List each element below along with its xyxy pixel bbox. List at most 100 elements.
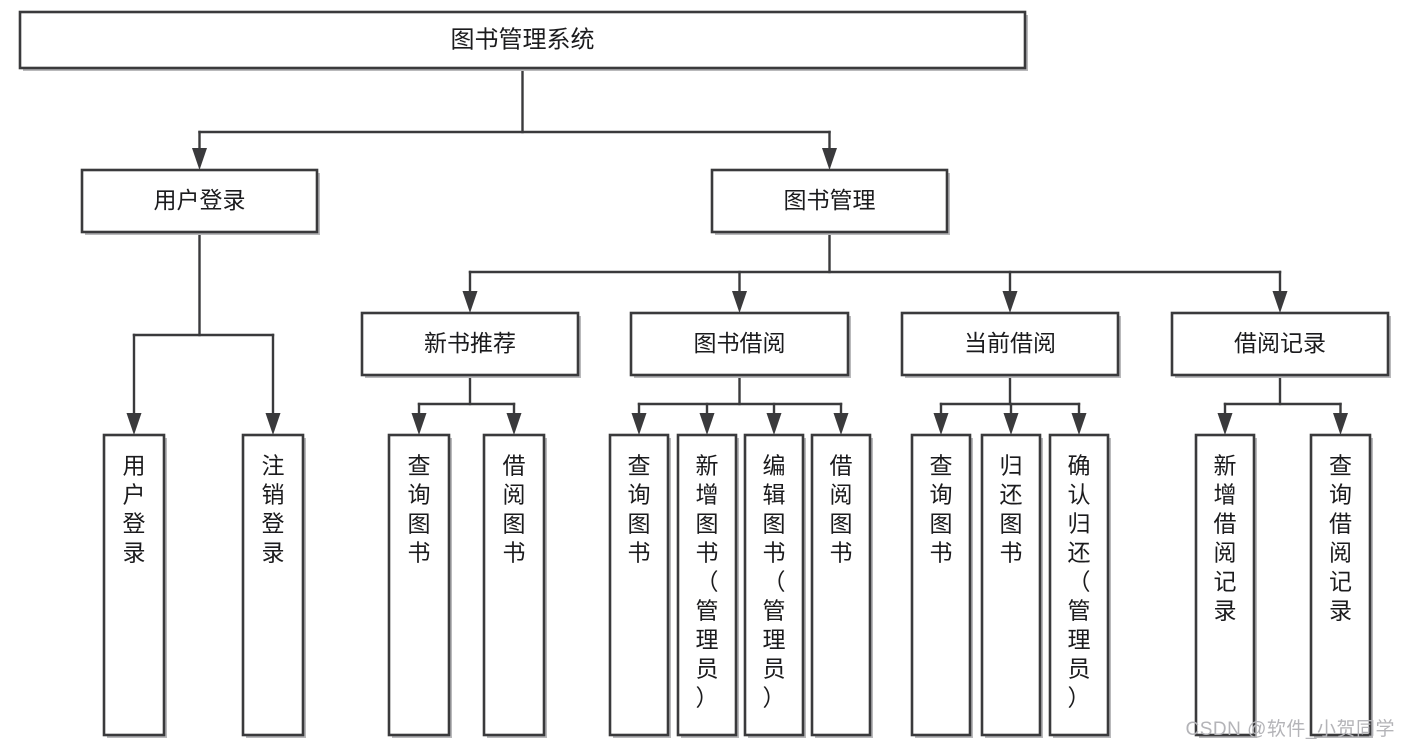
node-label-char: 还 bbox=[1000, 482, 1023, 508]
node-box[interactable] bbox=[980, 433, 1042, 737]
node-label-char: 图 bbox=[628, 511, 651, 537]
node-label-char: 员 bbox=[763, 656, 786, 682]
node-box[interactable] bbox=[1194, 433, 1256, 737]
node-label-char: 书 bbox=[1000, 540, 1023, 566]
node-label-char: 编 bbox=[763, 453, 786, 479]
node-new-book-rec[interactable]: 新书推荐 bbox=[360, 311, 581, 378]
node-leaf-return-book[interactable]: 归还图书归还图书 bbox=[980, 433, 1043, 738]
arrow-head-icon bbox=[933, 413, 949, 435]
node-box[interactable] bbox=[1048, 433, 1110, 737]
node-leaf-add-record[interactable]: 新增借阅记录新增借阅记录 bbox=[1194, 433, 1257, 738]
arrow-head-icon bbox=[1333, 413, 1348, 435]
arrow-head-icon bbox=[631, 413, 647, 435]
node-leaf-query-book-3[interactable]: 查询图书查询图书 bbox=[910, 433, 973, 738]
node-leaf-logout[interactable]: 注销登录注销登录 bbox=[241, 433, 306, 738]
node-book-borrow[interactable]: 图书借阅 bbox=[629, 311, 851, 378]
node-label-char: 确 bbox=[1068, 453, 1091, 479]
node-label-char: 认 bbox=[1068, 482, 1091, 508]
node-box[interactable] bbox=[387, 433, 451, 737]
node-label-char: 借 bbox=[1214, 511, 1237, 537]
node-borrow-record[interactable]: 借阅记录 bbox=[1170, 311, 1391, 378]
node-label-char: 户 bbox=[123, 482, 146, 508]
node-label-char: 理 bbox=[696, 627, 719, 653]
node-label-char: （ bbox=[1068, 569, 1091, 595]
node-label-char: 记 bbox=[1329, 569, 1352, 595]
node-box[interactable] bbox=[910, 433, 972, 737]
node-leaf-query-record[interactable]: 查询借阅记录查询借阅记录 bbox=[1309, 433, 1373, 738]
node-label-char: 员 bbox=[696, 656, 719, 682]
node-leaf-borrow-book-2[interactable]: 借阅图书借阅图书 bbox=[810, 433, 873, 738]
node-box[interactable] bbox=[482, 433, 546, 737]
node-box[interactable] bbox=[810, 433, 872, 737]
node-current-borrow[interactable]: 当前借阅 bbox=[900, 311, 1121, 378]
node-box[interactable] bbox=[710, 168, 949, 234]
node-layer: 图书管理系统用户登录图书管理新书推荐图书借阅当前借阅借阅记录用户登录用户登录注销… bbox=[18, 10, 1391, 738]
node-label-char: 增 bbox=[696, 482, 719, 508]
node-label-char: 图 bbox=[763, 511, 786, 537]
node-label-char: 归 bbox=[1068, 511, 1091, 537]
node-label-char: 借 bbox=[830, 453, 853, 479]
node-leaf-query-book-2[interactable]: 查询图书查询图书 bbox=[608, 433, 671, 738]
node-leaf-user-login[interactable]: 用户登录用户登录 bbox=[102, 433, 167, 738]
node-label-char: 阅 bbox=[503, 482, 526, 508]
node-box[interactable] bbox=[80, 168, 319, 234]
arrow-head-icon bbox=[766, 413, 782, 435]
node-label-char: （ bbox=[763, 569, 786, 595]
node-box[interactable] bbox=[608, 433, 670, 737]
node-box[interactable] bbox=[676, 433, 738, 737]
node-box[interactable] bbox=[900, 311, 1120, 377]
node-label-char: 录 bbox=[1214, 598, 1237, 624]
node-label-char: 销 bbox=[262, 482, 285, 508]
node-label-char: 询 bbox=[628, 482, 651, 508]
node-label-char: 查 bbox=[930, 453, 953, 479]
arrow-head-icon bbox=[732, 291, 747, 313]
node-root[interactable]: 图书管理系统 bbox=[18, 10, 1028, 71]
node-box[interactable] bbox=[1170, 311, 1390, 377]
node-label-char: 询 bbox=[408, 482, 431, 508]
node-box[interactable] bbox=[360, 311, 580, 377]
node-leaf-borrow-book-1[interactable]: 借阅图书借阅图书 bbox=[482, 433, 547, 738]
node-label-char: 管 bbox=[696, 598, 719, 624]
node-label-char: 管 bbox=[763, 598, 786, 624]
node-label-char: ） bbox=[763, 685, 786, 711]
node-label-char: 书 bbox=[763, 540, 786, 566]
node-label-char: 新 bbox=[1214, 453, 1237, 479]
node-box[interactable] bbox=[241, 433, 305, 737]
node-label-char: 注 bbox=[262, 453, 285, 479]
node-label-char: 增 bbox=[1214, 482, 1237, 508]
node-label-char: 图 bbox=[1000, 511, 1023, 537]
node-user-login[interactable]: 用户登录 bbox=[80, 168, 320, 235]
node-label-char: 录 bbox=[123, 540, 146, 566]
node-book-manage[interactable]: 图书管理 bbox=[710, 168, 950, 235]
node-label-char: 书 bbox=[830, 540, 853, 566]
node-label-char: 借 bbox=[1329, 511, 1352, 537]
node-label: 新书推荐 bbox=[424, 330, 516, 356]
node-box[interactable] bbox=[743, 433, 805, 737]
arrow-head-icon bbox=[822, 148, 837, 170]
node-label-char: （ bbox=[696, 569, 719, 595]
node-label-char: 阅 bbox=[1214, 540, 1237, 566]
node-label-char: 查 bbox=[1329, 453, 1352, 479]
node-label-char: 登 bbox=[262, 511, 285, 537]
node-label-char: 询 bbox=[1329, 482, 1352, 508]
node-box[interactable] bbox=[629, 311, 850, 377]
node-box[interactable] bbox=[18, 10, 1027, 70]
node-leaf-query-book-1[interactable]: 查询图书查询图书 bbox=[387, 433, 452, 738]
node-label: 当前借阅 bbox=[964, 330, 1056, 356]
arrow-head-icon bbox=[1003, 413, 1019, 435]
node-label-char: 录 bbox=[1329, 598, 1352, 624]
node-label-char: 录 bbox=[262, 540, 285, 566]
arrow-head-icon bbox=[265, 413, 281, 435]
arrow-head-icon bbox=[833, 413, 849, 435]
arrow-head-icon bbox=[1272, 291, 1288, 313]
node-label-char: ） bbox=[696, 685, 719, 711]
node-label-char: 阅 bbox=[1329, 540, 1352, 566]
node-box[interactable] bbox=[102, 433, 166, 737]
node-label: 图书管理系统 bbox=[451, 26, 595, 53]
arrow-head-icon bbox=[699, 413, 715, 435]
node-box[interactable] bbox=[1309, 433, 1372, 737]
